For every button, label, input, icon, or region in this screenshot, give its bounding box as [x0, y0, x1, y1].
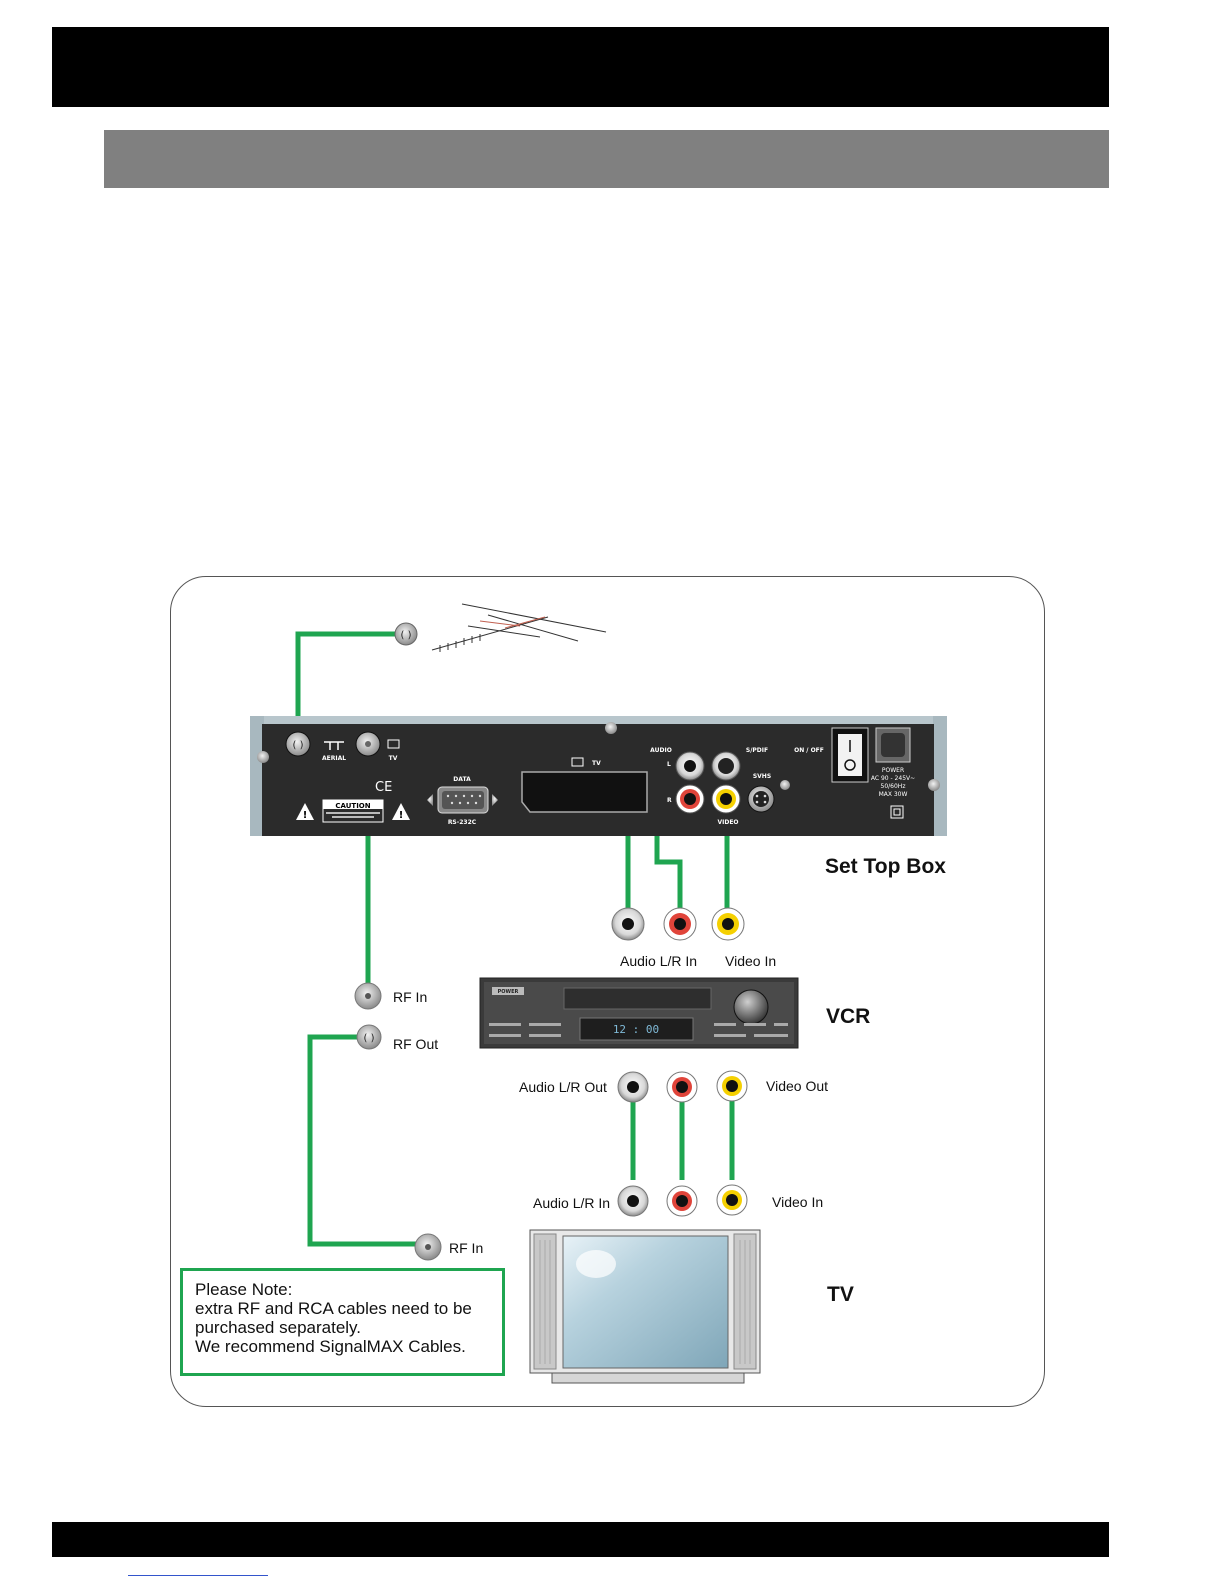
vcr-rf-in-coax-connector-icon — [354, 982, 382, 1010]
tv-audio-lr-in-label: Audio L/R In — [533, 1195, 611, 1211]
data-label: DATA — [453, 776, 471, 783]
aerial-label: AERIAL — [322, 755, 346, 762]
audio-label: AUDIO — [650, 747, 672, 754]
television — [529, 1229, 761, 1384]
tv-audio-r-in-jack — [666, 1185, 698, 1217]
svg-text:!: ! — [303, 810, 308, 821]
power-switch-icon — [831, 727, 869, 783]
spdif-label: S/PDIF — [746, 747, 768, 754]
rs232-port-icon — [427, 786, 498, 814]
vcr-rf-out-label: RF Out — [393, 1036, 439, 1052]
svg-text:( ): ( ) — [401, 630, 412, 641]
stb-audio-lr-in-label: Audio L/R In — [620, 953, 698, 969]
stb-video-in-jack — [711, 907, 745, 941]
cable-antenna-to-aerial — [295, 631, 395, 740]
footer-bar — [52, 1522, 1109, 1557]
vcr-audio-l-out-jack — [617, 1071, 649, 1103]
note-line-2: extra RF and RCA cables need to be — [195, 1299, 472, 1318]
note-line-3: purchased separately. — [195, 1318, 362, 1337]
tv-stand — [551, 1372, 745, 1384]
vcr-clock: 12 : 00 — [613, 1023, 659, 1036]
vcr-video-out-label: Video Out — [766, 1078, 829, 1094]
tv-audio-l-in-jack — [617, 1185, 649, 1217]
power-rating-label: AC 90 - 245V~ — [871, 775, 915, 782]
vcr-tape-slot — [563, 987, 712, 1010]
section-heading-bar — [104, 130, 1109, 188]
double-insulation-icon — [890, 805, 904, 819]
scart-tv-icon — [571, 757, 584, 767]
vcr-power-label: POWER — [498, 989, 519, 995]
svg-text:( ): ( ) — [364, 1033, 375, 1044]
stb-audio-l-rca-icon — [675, 751, 705, 781]
svg-text:( ): ( ) — [293, 740, 304, 751]
stb-video-rca-icon — [711, 784, 741, 814]
cable-vcr-rf-out-to-tv — [307, 1034, 418, 1247]
stb-spdif-rca-icon — [711, 751, 741, 781]
svhs-port-icon — [747, 785, 775, 813]
tv-title: TV — [827, 1283, 854, 1306]
stb-audio-l-in-jack — [611, 907, 645, 941]
power-max-label: MAX 30W — [879, 791, 908, 798]
power-label: POWER — [882, 767, 904, 774]
aerial-symbol-icon — [324, 741, 344, 750]
vcr-video-out-jack — [716, 1070, 748, 1102]
svhs-label: SVHS — [753, 773, 771, 780]
vcr-audio-r-out-jack — [666, 1071, 698, 1103]
header-bar — [52, 27, 1109, 107]
footer-rule — [128, 1575, 268, 1576]
yagi-antenna-icon — [431, 603, 607, 652]
scart-tv-label: TV — [592, 760, 601, 767]
vcr-rf-in-label: RF In — [393, 989, 428, 1005]
ce-mark-icon: CE — [375, 780, 392, 795]
tv-video-in-label: Video In — [772, 1194, 824, 1210]
audio-r-label: R — [667, 797, 672, 804]
svg-text:!: ! — [399, 810, 404, 821]
tv-rf-in-label: RF In — [449, 1240, 484, 1256]
video-label: VIDEO — [717, 819, 738, 826]
note-line-1: Please Note: — [195, 1280, 293, 1299]
vcr-display — [579, 1017, 694, 1041]
note-line-4: We recommend SignalMAX Cables. — [195, 1337, 466, 1356]
set-top-box: ( ) AERIAL TV CE ! ! CAUTION DATA — [250, 716, 947, 836]
stb-audio-r-in-jack — [663, 907, 697, 941]
audio-l-label: L — [667, 761, 671, 768]
power-socket-icon — [875, 727, 911, 763]
set-top-box-title: Set Top Box — [825, 855, 946, 878]
vcr-control-buttons — [489, 1023, 788, 1037]
scart-port-icon — [521, 771, 648, 813]
vcr-audio-lr-out-label: Audio L/R Out — [519, 1079, 607, 1095]
on-off-label: ON / OFF — [794, 747, 824, 754]
stb-audio-r-rca-icon — [675, 784, 705, 814]
vcr-jog-knob-icon — [733, 989, 769, 1025]
tv-small-icon — [387, 739, 400, 749]
note-box: Please Note: extra RF and RCA cables nee… — [180, 1268, 505, 1376]
tv-rf-in-coax-connector-icon — [414, 1233, 442, 1261]
antenna-coax-connector-icon: ( ) — [394, 622, 418, 646]
tv-out-coax-connector-icon — [355, 731, 381, 757]
vcr-power-button — [492, 987, 524, 995]
tv-out-label: TV — [389, 755, 398, 762]
vcr-title: VCR — [826, 1005, 871, 1028]
aerial-coax-connector-icon: ( ) — [285, 731, 311, 757]
power-freq-label: 50/60Hz — [881, 783, 906, 790]
tv-video-in-jack — [716, 1184, 748, 1216]
vcr: POWER 12 : 00 — [479, 977, 799, 1049]
stb-video-in-label: Video In — [725, 953, 777, 969]
caution-label: CAUTION — [335, 802, 370, 810]
vcr-rf-out-coax-connector-icon: ( ) — [356, 1024, 382, 1050]
rs232-label: RS-232C — [448, 819, 477, 826]
